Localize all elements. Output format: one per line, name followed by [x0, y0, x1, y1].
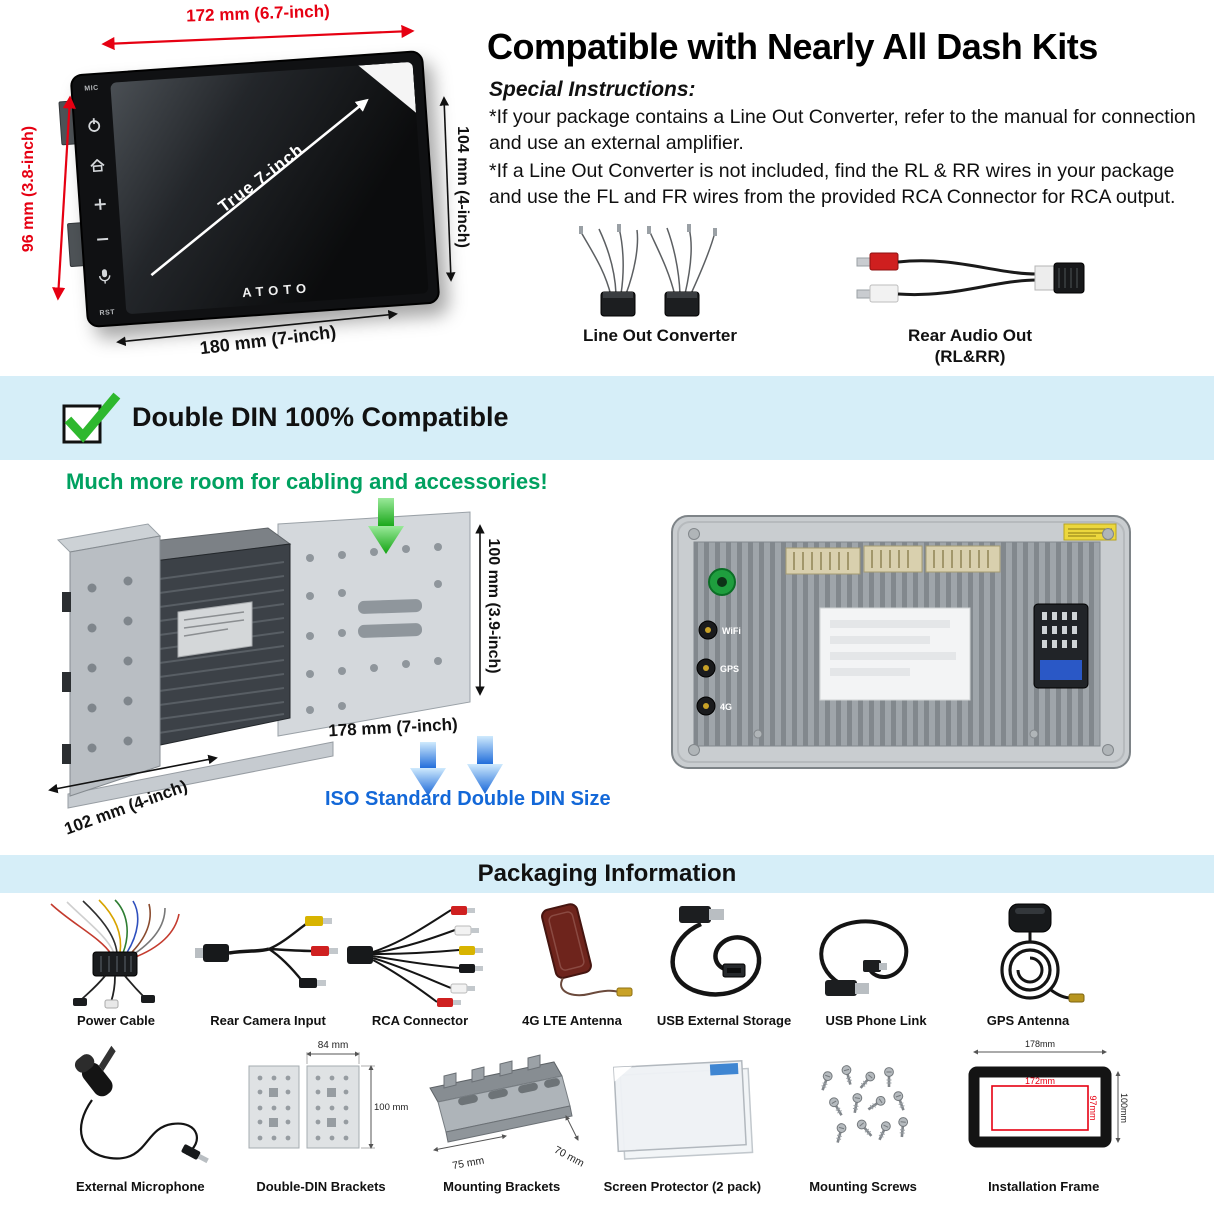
package-item: Mounting Screws: [773, 1036, 954, 1194]
main-harness-socket: [1033, 603, 1089, 689]
bracket-height-dim: 100 mm: [374, 1102, 408, 1113]
line-out-converter-label: Line Out Converter: [583, 326, 737, 345]
line-out-converter-image: [579, 224, 717, 317]
gps-port-label: GPS: [720, 664, 739, 674]
package-item: USB External Storage: [648, 898, 800, 1028]
package-item: 4G LTE Antenna: [496, 898, 648, 1028]
home-icon: [89, 158, 105, 172]
package-item: USB Phone Link: [800, 898, 952, 1028]
package-item-label: Double-DIN Brackets: [256, 1179, 386, 1194]
power-icon: [88, 118, 101, 133]
mic-icon: [98, 268, 111, 284]
package-item-label: Installation Frame: [988, 1179, 1100, 1194]
special-instructions-heading: Special Instructions:: [489, 78, 696, 101]
front-panel-buttons: MIC RST: [77, 84, 121, 317]
volume-down-icon: [96, 238, 108, 241]
head-unit-bezel: MIC RST True 7-inch ATOTO: [69, 49, 441, 329]
power-cable-image: [50, 899, 180, 1009]
rear-camera-input-image: [195, 916, 338, 988]
cage-dim-height: 100 mm (3.9-inch): [485, 538, 502, 674]
package-item-label: Power Cable: [76, 1013, 156, 1028]
screen-diagonal-arrow: [150, 61, 417, 277]
frame-inner-width-dim: 172mm: [1025, 1076, 1055, 1086]
packaging-title: Packaging Information: [477, 860, 737, 887]
packaging-row-2: External Microphone 84 mm: [50, 1036, 1134, 1194]
lte-antenna-image: [541, 903, 633, 997]
wiring-connectors: [785, 545, 1001, 575]
package-item: Screen Protector (2 pack): [592, 1036, 773, 1194]
cabling-headline: Much more room for cabling and accessori…: [66, 469, 548, 494]
mounting-cage-image: [48, 498, 503, 809]
usb-storage-cable-image: [670, 906, 762, 997]
double-din-brackets-image: 84 mm 100 mm: [248, 1040, 408, 1149]
package-item-label: Mounting Screws: [809, 1179, 917, 1194]
instructions-paragraph-2: *If a Line Out Converter is not included…: [489, 160, 1176, 209]
frame-outer-height-dim: 100mm: [1119, 1093, 1129, 1123]
package-item-label: Mounting Brackets: [443, 1179, 561, 1194]
package-item: RCA Connector: [344, 898, 496, 1028]
checkbox-checked-icon: [62, 392, 121, 444]
instructions-paragraph-1: *If your package contains a Line Out Con…: [489, 106, 1196, 155]
lte-port-label: 4G: [720, 702, 732, 712]
package-item-label: GPS Antenna: [986, 1013, 1070, 1028]
package-item: 178mm 172mm 97mm 100mm Installation Fram…: [953, 1036, 1134, 1194]
package-item-label: Screen Protector (2 pack): [603, 1179, 762, 1194]
package-item: External Microphone: [50, 1036, 231, 1194]
package-item-label: RCA Connector: [371, 1013, 469, 1028]
page-title: Compatible with Nearly All Dash Kits: [487, 26, 1098, 67]
wifi-port-label: WiFi: [722, 626, 741, 636]
head-unit-rear-view: WiFi GPS 4G: [671, 515, 1131, 769]
gps-antenna-image: [1000, 903, 1085, 1003]
spec-label-plate: [819, 607, 971, 701]
frame-outer-width-dim: 178mm: [1025, 1039, 1055, 1049]
head-unit-screen: True 7-inch ATOTO: [110, 61, 429, 315]
screen-protector-image: [613, 1060, 754, 1160]
package-item: Power Cable: [40, 898, 192, 1028]
package-item-label: USB External Storage: [656, 1013, 792, 1028]
rca-connector-image: [347, 906, 483, 1007]
blue-down-arrow-icon: [410, 736, 503, 796]
mount-bracket-dim-a: 75 mm: [451, 1155, 485, 1172]
dim-height-left: 96 mm (3.8-inch): [20, 125, 37, 253]
rear-audio-out-label: Rear Audio Out: [907, 326, 1033, 345]
package-item: GPS Antenna: [952, 898, 1104, 1028]
package-item: 84 mm 100 mm: [231, 1036, 412, 1194]
green-down-arrow-icon: [368, 498, 404, 554]
external-microphone-image: [75, 1045, 210, 1164]
usb-phone-link-cable-image: [819, 919, 909, 996]
volume-up-icon: [94, 198, 106, 210]
mounting-brackets-image: 75 mm 70 mm: [428, 1054, 586, 1172]
head-unit-front: MIC RST True 7-inch ATOTO: [58, 49, 441, 329]
installation-frame-image: 178mm 172mm 97mm 100mm: [968, 1039, 1129, 1148]
double-din-band: Double DIN 100% Compatible: [0, 376, 1214, 460]
mounting-screws-image: [817, 1063, 910, 1145]
packaging-row-1: Power Cable Rear Camera Input: [40, 898, 1104, 1028]
front-dimension-diagram: MIC RST True 7-inch ATOTO: [0, 0, 490, 380]
package-item-label: 4G LTE Antenna: [522, 1013, 622, 1028]
frame-inner-height-dim: 97mm: [1088, 1095, 1098, 1120]
mount-bracket-dim-b: 70 mm: [552, 1144, 586, 1170]
package-item: 75 mm 70 mm Mounting Brackets: [411, 1036, 592, 1194]
mounting-cage-diagram: 100 mm (3.9-inch) 178 mm (7-inch) 102 mm…: [28, 496, 628, 848]
dimension-arrows: [52, 24, 456, 347]
antenna-ports: [696, 620, 718, 716]
package-item-label: External Microphone: [76, 1179, 205, 1194]
rear-audio-out-sublabel: (RL&RR): [934, 347, 1006, 366]
packaging-band: Packaging Information: [0, 855, 1214, 893]
double-din-label: Double DIN 100% Compatible: [132, 402, 509, 432]
package-item-label: Rear Camera Input: [210, 1013, 326, 1028]
case-screws: [688, 528, 1114, 756]
rear-audio-out-image: [856, 252, 1085, 303]
package-item: Rear Camera Input: [192, 898, 344, 1028]
dim-height-right: 104 mm (4-inch): [454, 126, 471, 248]
iso-standard-label: ISO Standard Double DIN Size: [325, 788, 611, 810]
bracket-width-dim: 84 mm: [318, 1040, 349, 1051]
package-item-label: USB Phone Link: [825, 1013, 927, 1028]
